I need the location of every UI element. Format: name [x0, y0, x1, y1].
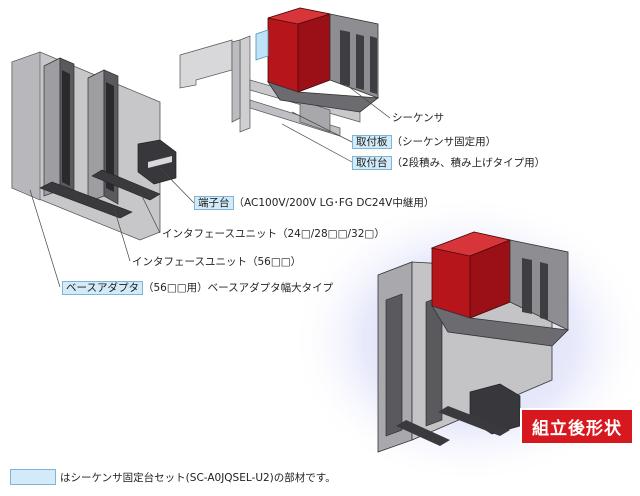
mount-base-highlight: 取付台: [352, 156, 392, 170]
base-adapter-assembly: [11, 51, 177, 241]
label-terminal-block: 端子台（AC100V/200V LG･FG DC24V中継用）: [194, 196, 434, 210]
mount-plate-desc: （シーケンサ固定用）: [391, 136, 497, 148]
label-mount-plate: 取付板（シーケンサ固定用）: [352, 135, 496, 149]
label-interface-unit-1: インタフェースユニット（24□/28□□/32□）: [162, 228, 385, 240]
base-adapter-desc: （56□□用）ベースアダプタ幅大タイプ: [142, 282, 334, 294]
legend-text: はシーケンサ固定台セット(SC-A0JQSEL-U2)の部材です。: [60, 472, 336, 484]
label-base-adapter: ベースアダプタ（56□□用）ベースアダプタ幅大タイプ: [62, 281, 333, 295]
terminal-block-highlight: 端子台: [194, 196, 234, 210]
mount-plate-highlight: 取付板: [352, 135, 392, 149]
sequencer-assembly: [179, 7, 380, 137]
base-adapter-highlight: ベースアダプタ: [62, 281, 143, 295]
label-mount-base: 取付台（2段積み、積み上げタイプ用）: [352, 156, 545, 170]
terminal-block-desc: （AC100V/200V LG･FG DC24V中継用）: [233, 197, 435, 209]
assembled-unit: [377, 231, 569, 453]
leader-lines: [29, 79, 391, 288]
label-sequencer: シーケンサ: [392, 112, 445, 124]
assembled-shape-badge: 組立後形状: [520, 408, 634, 445]
label-interface-unit-2: インタフェースユニット（56□□）: [132, 256, 302, 268]
legend-swatch: [10, 469, 56, 485]
mount-base-desc: （2段積み、積み上げタイプ用）: [391, 157, 546, 169]
